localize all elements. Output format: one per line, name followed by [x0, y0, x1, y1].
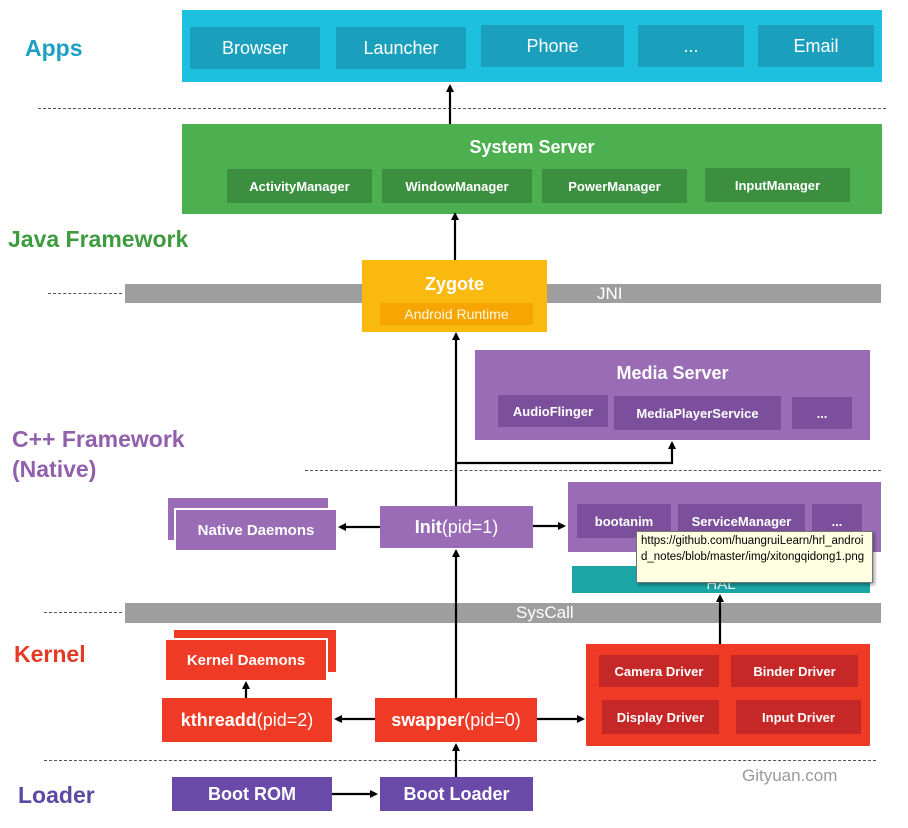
display-driver[interactable]: Display Driver	[602, 700, 719, 734]
separator-apps	[38, 108, 886, 109]
window-manager[interactable]: WindowManager	[382, 169, 532, 203]
syscall-label: SysCall	[516, 603, 574, 622]
input-manager[interactable]: InputManager	[705, 168, 850, 202]
layer-label-cpp-native: (Native)	[12, 456, 97, 482]
layer-label-loader: Loader	[18, 782, 95, 808]
media-more[interactable]: ...	[792, 397, 852, 429]
kthreadd-box[interactable]: kthreadd(pid=2)	[162, 698, 332, 742]
separator-native	[305, 470, 881, 471]
app-more[interactable]: ...	[638, 25, 744, 67]
power-manager[interactable]: PowerManager	[542, 169, 687, 203]
zygote-title: Zygote	[424, 273, 484, 294]
app-email[interactable]: Email	[758, 25, 874, 67]
camera-driver[interactable]: Camera Driver	[599, 655, 719, 687]
system-server-title: System Server	[469, 136, 595, 157]
boot-loader[interactable]: Boot Loader	[380, 777, 533, 811]
init-box[interactable]: Init(pid=1)	[380, 506, 533, 548]
app-browser[interactable]: Browser	[190, 27, 320, 69]
syscall-bar: SysCall	[125, 603, 881, 623]
separator-loader	[44, 760, 876, 761]
app-phone[interactable]: Phone	[481, 25, 624, 67]
jni-label: JNI	[597, 283, 623, 303]
init-name: Init	[414, 516, 442, 537]
layer-label-java: Java Framework	[8, 226, 189, 252]
swapper-name: swapper	[391, 709, 465, 730]
media-player-service[interactable]: MediaPlayerService	[614, 396, 781, 430]
swapper-box[interactable]: swapper(pid=0)	[375, 698, 537, 742]
layer-label-cpp: C++ Framework	[12, 426, 185, 452]
binder-driver[interactable]: Binder Driver	[731, 655, 858, 687]
input-driver[interactable]: Input Driver	[736, 700, 861, 734]
separator-jni-left	[48, 293, 122, 294]
watermark: Gityuan.com	[742, 766, 838, 785]
layer-label-apps: Apps	[25, 35, 83, 61]
swapper-pid: (pid=0)	[464, 709, 521, 730]
kthreadd-name: kthreadd	[180, 709, 257, 730]
media-server-title: Media Server	[616, 362, 729, 383]
kernel-daemons[interactable]: Kernel Daemons	[166, 638, 328, 680]
native-daemons[interactable]: Native Daemons	[174, 508, 336, 550]
url-tooltip: https://github.com/huangruiLearn/hrl_and…	[636, 531, 873, 583]
arrow-init-to-media	[456, 441, 676, 465]
activity-manager[interactable]: ActivityManager	[227, 169, 372, 203]
layer-label-kernel: Kernel	[14, 641, 86, 667]
init-pid: (pid=1)	[441, 516, 499, 537]
audio-flinger[interactable]: AudioFlinger	[498, 395, 608, 427]
boot-rom[interactable]: Boot ROM	[172, 777, 332, 811]
app-launcher[interactable]: Launcher	[336, 27, 466, 69]
separator-syscall-left	[44, 612, 122, 613]
kthreadd-pid: (pid=2)	[256, 709, 314, 730]
android-runtime: Android Runtime	[380, 303, 533, 325]
